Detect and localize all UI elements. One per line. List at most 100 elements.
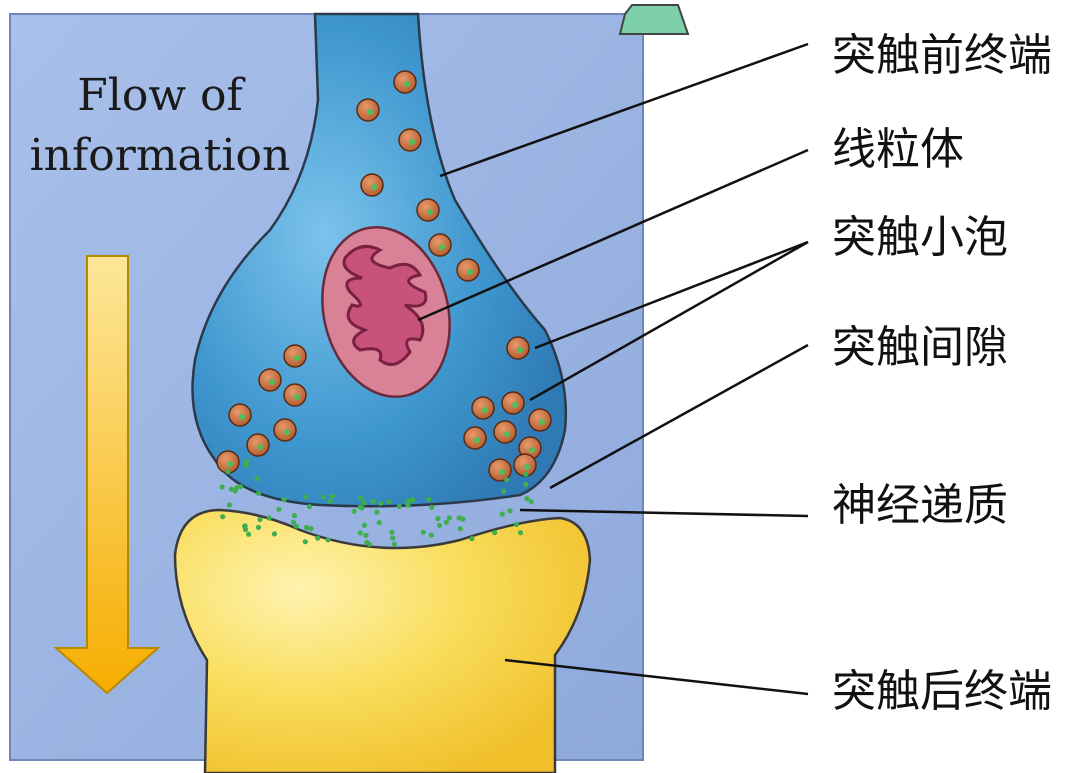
neurotransmitter-dot bbox=[492, 530, 498, 536]
neurotransmitter-dot bbox=[446, 515, 452, 521]
neurotransmitter-dot bbox=[290, 519, 297, 525]
neurotransmitter-dot bbox=[276, 506, 282, 512]
neurotransmitter-dot bbox=[219, 484, 225, 490]
leader-mitochondrion bbox=[417, 148, 809, 322]
neurotransmitter-dot bbox=[357, 504, 363, 510]
vesicle-content bbox=[427, 209, 433, 215]
vesicle-content bbox=[257, 444, 263, 450]
neurotransmitter-dot bbox=[257, 516, 263, 523]
neurotransmitter-dot bbox=[405, 502, 411, 508]
neurotransmitter-dot bbox=[378, 500, 384, 506]
neurotransmitter-dot bbox=[504, 477, 510, 483]
neurotransmitter-dot bbox=[443, 519, 449, 525]
neurotransmitter-dot bbox=[321, 494, 327, 500]
neurotransmitter-dot bbox=[293, 523, 299, 529]
neurotransmitter-dot bbox=[396, 503, 402, 510]
vesicle-content bbox=[512, 402, 518, 408]
vesicle-content bbox=[482, 407, 488, 413]
neurotransmitter-dot bbox=[302, 539, 308, 545]
neurotransmitter-dot bbox=[306, 504, 313, 510]
vesicle-content bbox=[439, 244, 445, 250]
neurotransmitter-dot bbox=[426, 496, 432, 502]
vesicle-content bbox=[499, 469, 505, 475]
neurotransmitter-dot bbox=[266, 515, 272, 521]
neurotransmitter-dot bbox=[376, 520, 382, 526]
vesicle-content bbox=[467, 269, 473, 275]
neurotransmitter-dot bbox=[351, 508, 357, 514]
neurotransmitter-dot bbox=[523, 481, 529, 487]
neurotransmitter-dots bbox=[219, 459, 534, 547]
vesicle-content bbox=[517, 347, 523, 353]
neurotransmitter-dot bbox=[435, 515, 441, 522]
vesicle-content bbox=[474, 437, 480, 443]
neurotransmitter-dot bbox=[281, 497, 287, 503]
neurotransmitter-dot bbox=[363, 532, 369, 539]
vesicle-content bbox=[529, 447, 535, 453]
neurotransmitter-dot bbox=[528, 499, 534, 505]
leader-neurotransmitter bbox=[519, 508, 809, 518]
neurotransmitter-dot bbox=[366, 541, 372, 547]
neurotransmitter-dot bbox=[469, 536, 475, 542]
top-axon-fragment bbox=[618, 4, 690, 35]
flow-of-information-label: Flow of information bbox=[10, 66, 310, 186]
neurotransmitter-dot bbox=[507, 508, 513, 514]
neurotransmitter-dot bbox=[246, 531, 252, 537]
neurotransmitter-dot bbox=[228, 486, 234, 492]
neurotransmitter-dot bbox=[428, 532, 434, 538]
neurotransmitter-dot bbox=[361, 500, 367, 506]
vesicle-content bbox=[284, 429, 290, 435]
neurotransmitter-dot bbox=[315, 535, 321, 541]
neurotransmitter-dot bbox=[220, 514, 226, 520]
neurotransmitter-dot bbox=[291, 512, 298, 519]
neurotransmitter-dot bbox=[234, 485, 240, 491]
neurotransmitter-dot bbox=[524, 496, 530, 502]
vesicle-content bbox=[524, 464, 530, 470]
neurotransmitter-dot bbox=[358, 495, 364, 501]
neurotransmitter-dot bbox=[523, 471, 529, 477]
neurotransmitter-dot bbox=[303, 494, 309, 500]
vesicle-content bbox=[294, 355, 300, 361]
neurotransmitter-dot bbox=[389, 529, 395, 535]
neurotransmitter-dot bbox=[409, 497, 415, 503]
neurotransmitter-dot bbox=[499, 511, 505, 517]
label-synaptic-vesicle: 突触小泡 bbox=[832, 212, 1008, 263]
neurotransmitter-dot bbox=[457, 526, 463, 532]
leader-vesicle-2 bbox=[529, 240, 809, 402]
vesicle-content bbox=[404, 81, 410, 87]
neurotransmitter-dot bbox=[243, 462, 250, 468]
vesicle-content bbox=[539, 419, 545, 425]
neurotransmitter-dot bbox=[456, 515, 462, 521]
neurotransmitter-dot bbox=[271, 531, 278, 537]
label-synaptic-cleft: 突触间隙 bbox=[832, 322, 1008, 373]
neurotransmitter-dot bbox=[420, 529, 426, 535]
vesicle-content bbox=[227, 461, 233, 467]
vesicle-content bbox=[367, 109, 373, 115]
neurotransmitter-dot bbox=[357, 530, 363, 536]
neurotransmitter-dot bbox=[254, 475, 260, 481]
neurotransmitter-dot bbox=[436, 522, 443, 528]
neurotransmitter-dot bbox=[514, 521, 520, 528]
neurotransmitter-dot bbox=[391, 541, 397, 547]
label-postsynaptic-terminal: 突触后终端 bbox=[832, 666, 1052, 717]
vesicle-content bbox=[409, 139, 415, 145]
synaptic-vesicles bbox=[216, 70, 552, 482]
neurotransmitter-dot bbox=[327, 498, 333, 504]
neurotransmitter-dot bbox=[329, 493, 336, 499]
neurotransmitter-dot bbox=[308, 526, 314, 532]
neurotransmitter-dot bbox=[370, 498, 376, 504]
neurotransmitter-dot bbox=[303, 524, 310, 531]
neurotransmitter-dot bbox=[256, 490, 262, 496]
neurotransmitter-dot bbox=[500, 488, 507, 494]
flow-label-line1: Flow of bbox=[77, 70, 243, 121]
neurotransmitter-dot bbox=[390, 535, 396, 541]
leader-lines bbox=[417, 42, 809, 696]
vesicle-content bbox=[504, 431, 510, 437]
neurotransmitter-dot bbox=[255, 524, 262, 531]
leader-postsynaptic bbox=[504, 658, 809, 696]
label-neurotransmitter: 神经递质 bbox=[832, 480, 1008, 531]
neurotransmitter-dot bbox=[386, 499, 392, 505]
vesicle-content bbox=[269, 379, 275, 385]
neurotransmitter-dot bbox=[237, 484, 244, 490]
flow-label-line2: information bbox=[29, 130, 291, 181]
